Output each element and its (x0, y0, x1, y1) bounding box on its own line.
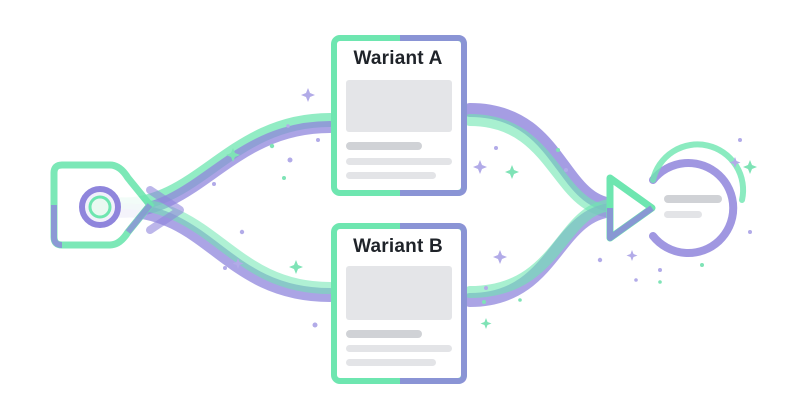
variant-b-image-placeholder (346, 266, 452, 320)
split-arrow-icon (146, 186, 184, 234)
goal-text-line (664, 195, 722, 203)
variant-b-title: Wariant B (353, 236, 443, 257)
variant-b-text-line (346, 330, 422, 338)
variant-a-card[interactable] (331, 35, 467, 196)
sparkle-icon (212, 88, 757, 329)
variant-a-text-line (346, 142, 422, 150)
variant-b-text-line (346, 359, 436, 366)
variant-b-text-line (346, 345, 452, 352)
goal-node-icon (649, 141, 747, 257)
variant-a-image-placeholder (346, 80, 452, 132)
merge-arrow-icon (606, 174, 656, 242)
goal-text-line (664, 211, 702, 218)
start-node-icon (50, 161, 155, 249)
variant-a-title: Wariant A (353, 48, 443, 69)
variant-b-card[interactable] (331, 223, 467, 384)
variant-a-text-line (346, 158, 452, 165)
variant-a-text-line (346, 172, 436, 179)
